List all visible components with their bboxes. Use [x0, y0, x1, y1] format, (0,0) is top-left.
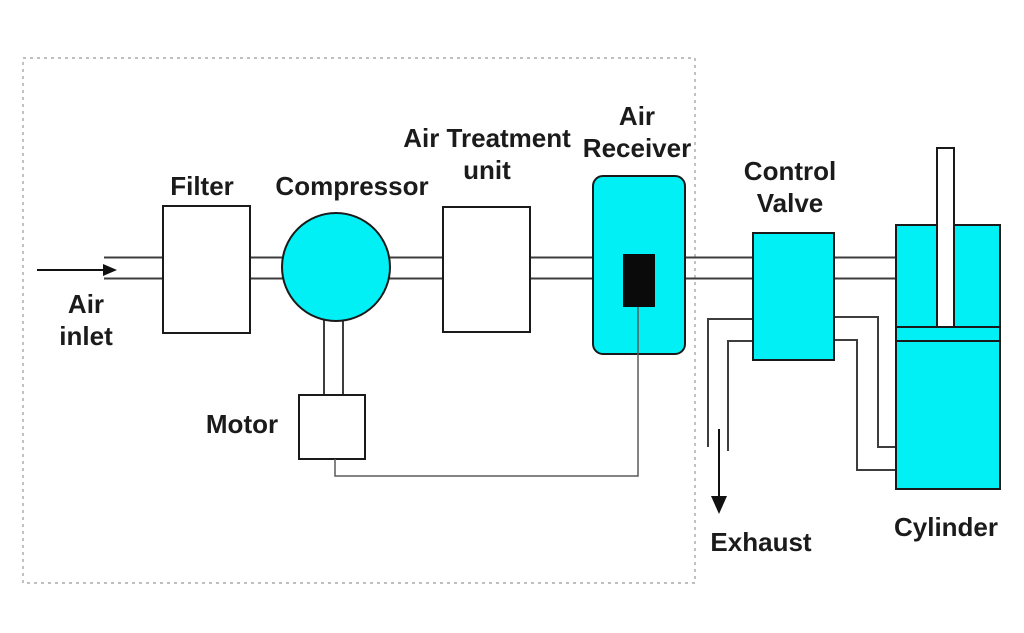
motor-receiver-line: [334, 305, 639, 477]
air-treatment-unit-box: [442, 206, 531, 333]
valve-cylinder-lines: [834, 316, 896, 471]
valve-exhaust-lines: [707, 318, 753, 451]
piston: [895, 326, 1001, 342]
motor-box: [298, 394, 366, 460]
air-inlet-arrow: [37, 264, 117, 276]
air-inlet-label: Air inlet: [59, 289, 113, 352]
control-valve-box: [752, 232, 835, 361]
compressor-circle: [281, 212, 391, 322]
filter-box: [162, 205, 251, 334]
system-boundary-dashed-box: [22, 57, 696, 584]
compressor-label: Compressor: [275, 171, 429, 201]
filter-label: Filter: [170, 171, 234, 201]
motor-label: Motor: [205, 409, 279, 439]
exhaust-arrow: [711, 429, 727, 514]
control-valve-label: Control Valve: [743, 156, 837, 219]
motor-shaft-link: [323, 312, 344, 395]
exhaust-label: Exhaust: [710, 527, 812, 557]
piston-rod: [936, 147, 955, 329]
air-treatment-unit-label: Air Treatment unit: [403, 123, 571, 186]
cylinder-label: Cylinder: [893, 512, 999, 542]
receiver-port: [623, 254, 655, 307]
air-receiver-label: Air Receiver: [582, 101, 692, 164]
cylinder-assembly: [895, 147, 1001, 490]
